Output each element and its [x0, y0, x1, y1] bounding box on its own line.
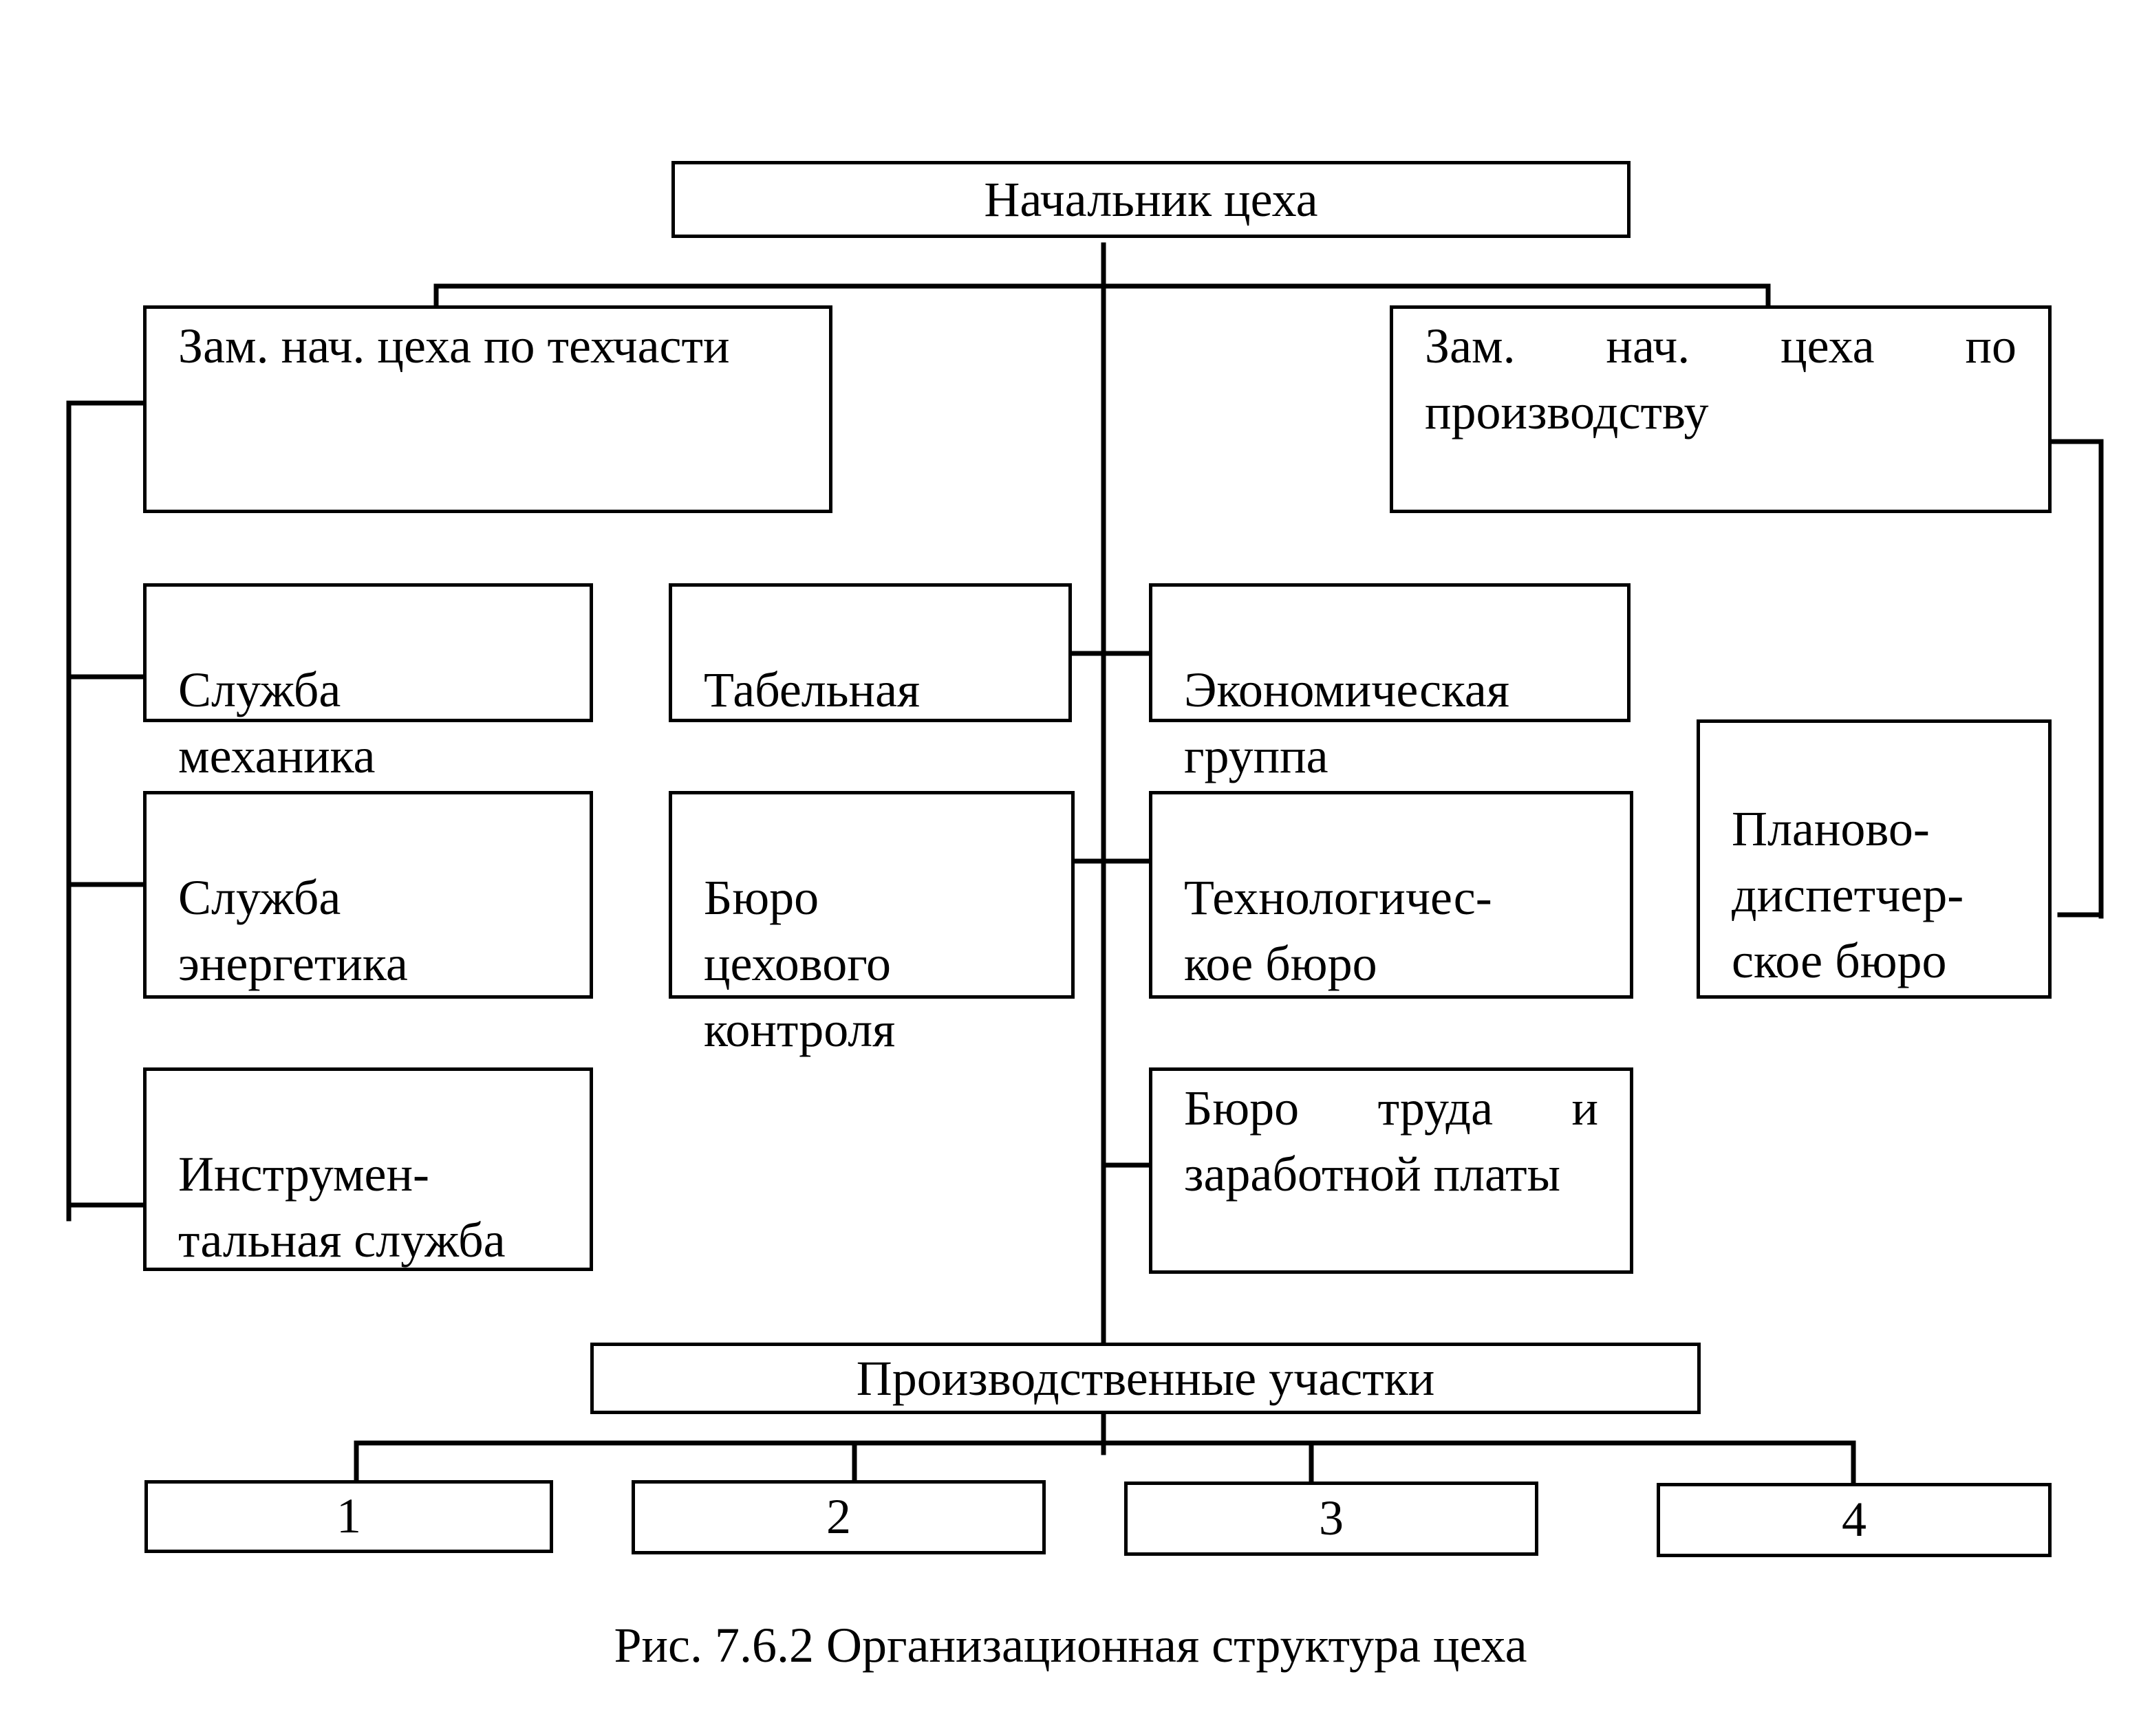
tech-bureau-label: Технологичес- кое бюро: [1184, 870, 1492, 991]
production-sections-label: Производственные участки: [856, 1351, 1435, 1406]
deputy-prod-box: Зам. нач. цеха по производству: [1390, 305, 2052, 513]
figure-caption: Рис. 7.6.2 Организационная структура цех…: [614, 1618, 1527, 1673]
labor-wages-bureau-box: Бюро труда и заработной платы: [1149, 1067, 1633, 1274]
production-sections-box: Производственные участки: [590, 1343, 1701, 1414]
tool-service-box: Инструмен- тальная служба: [143, 1067, 593, 1271]
mechanic-service-box: Служба механика: [143, 583, 593, 783]
section-2-box: 2: [632, 1480, 1046, 1554]
timekeeping-label: Табельная: [704, 662, 921, 717]
labor-wages-bureau-label: Бюро труда и заработной платы: [1184, 1081, 1598, 1202]
economic-group-label: Экономическая группа: [1184, 662, 1509, 783]
mechanic-service-label: Служба механика: [178, 662, 376, 783]
section-3-label: 3: [1319, 1490, 1344, 1545]
section-3-box: 3: [1124, 1482, 1538, 1556]
tool-service-label: Инструмен- тальная служба: [178, 1147, 506, 1268]
section-2-label: 2: [826, 1489, 851, 1544]
timekeeping-box: Табельная: [669, 583, 1072, 722]
tech-bureau-box: Технологичес- кое бюро: [1149, 791, 1633, 999]
energy-service-box: Служба энергетика: [143, 791, 593, 999]
deputy-tech-box: Зам. нач. цеха по техчасти: [143, 305, 832, 513]
section-1-label: 1: [336, 1488, 361, 1543]
section-1-box: 1: [144, 1480, 553, 1553]
planning-dispatch-bureau-label: Планово- диспетчер- ское бюро: [1732, 801, 1964, 988]
section-4-box: 4: [1657, 1483, 2052, 1557]
economic-group-box: Экономическая группа: [1149, 583, 1631, 783]
head-box: Начальник цеха: [671, 161, 1631, 238]
deputy-tech-label: Зам. нач. цеха по техчасти: [178, 318, 730, 373]
deputy-prod-label: Зам. нач. цеха по производству: [1425, 318, 2016, 440]
energy-service-label: Служба энергетика: [178, 870, 408, 991]
head-label: Начальник цеха: [984, 172, 1318, 227]
section-4-label: 4: [1842, 1492, 1866, 1547]
planning-dispatch-bureau-box: Планово- диспетчер- ское бюро: [1697, 719, 2052, 999]
quality-control-box: Бюро цехового контроля: [669, 791, 1075, 1057]
quality-control-label: Бюро цехового контроля: [704, 870, 896, 1057]
